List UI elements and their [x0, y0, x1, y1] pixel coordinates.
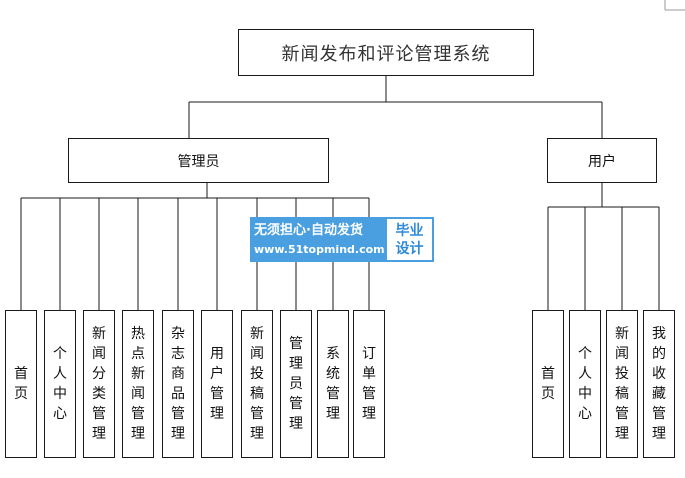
admin-node: 管理员	[68, 138, 329, 183]
admin-leaf-system: 系统管理	[317, 310, 349, 458]
admin-leaf-magazine: 杂志商品管理	[162, 310, 194, 458]
user-node: 用户	[547, 138, 657, 183]
root-node: 新闻发布和评论管理系统	[238, 29, 534, 76]
watermark-text-panel: 无须担心·自动发货 www.51topmind.com	[250, 217, 385, 262]
admin-leaf-submission: 新闻投稿管理	[241, 310, 273, 458]
user-leaf-submission: 新闻投稿管理	[606, 310, 638, 458]
watermark-badge-line1: 毕业	[395, 222, 424, 239]
admin-leaf-orders: 订单管理	[353, 310, 385, 458]
admin-leaf-home: 首页	[5, 310, 37, 458]
admin-leaf-hot-news: 热点新闻管理	[122, 310, 154, 458]
watermark-url: www.51topmind.com	[254, 242, 385, 256]
user-leaf-personal-center: 个人中心	[569, 310, 601, 458]
watermark-banner: 无须担心·自动发货 www.51topmind.com 毕业 设计	[250, 217, 434, 262]
admin-leaf-admin-mgmt: 管理员管理	[280, 310, 312, 458]
watermark-slogan: 无须担心·自动发货	[254, 222, 363, 238]
watermark-badge: 毕业 设计	[385, 217, 434, 262]
user-leaf-home: 首页	[532, 310, 564, 458]
watermark-badge-line2: 设计	[395, 240, 424, 257]
page-corner-mark	[664, 0, 685, 11]
admin-leaf-user-mgmt: 用户管理	[201, 310, 233, 458]
admin-leaf-personal-center: 个人中心	[44, 310, 76, 458]
admin-leaf-news-category: 新闻分类管理	[83, 310, 115, 458]
user-leaf-favorites: 我的收藏管理	[643, 310, 675, 458]
